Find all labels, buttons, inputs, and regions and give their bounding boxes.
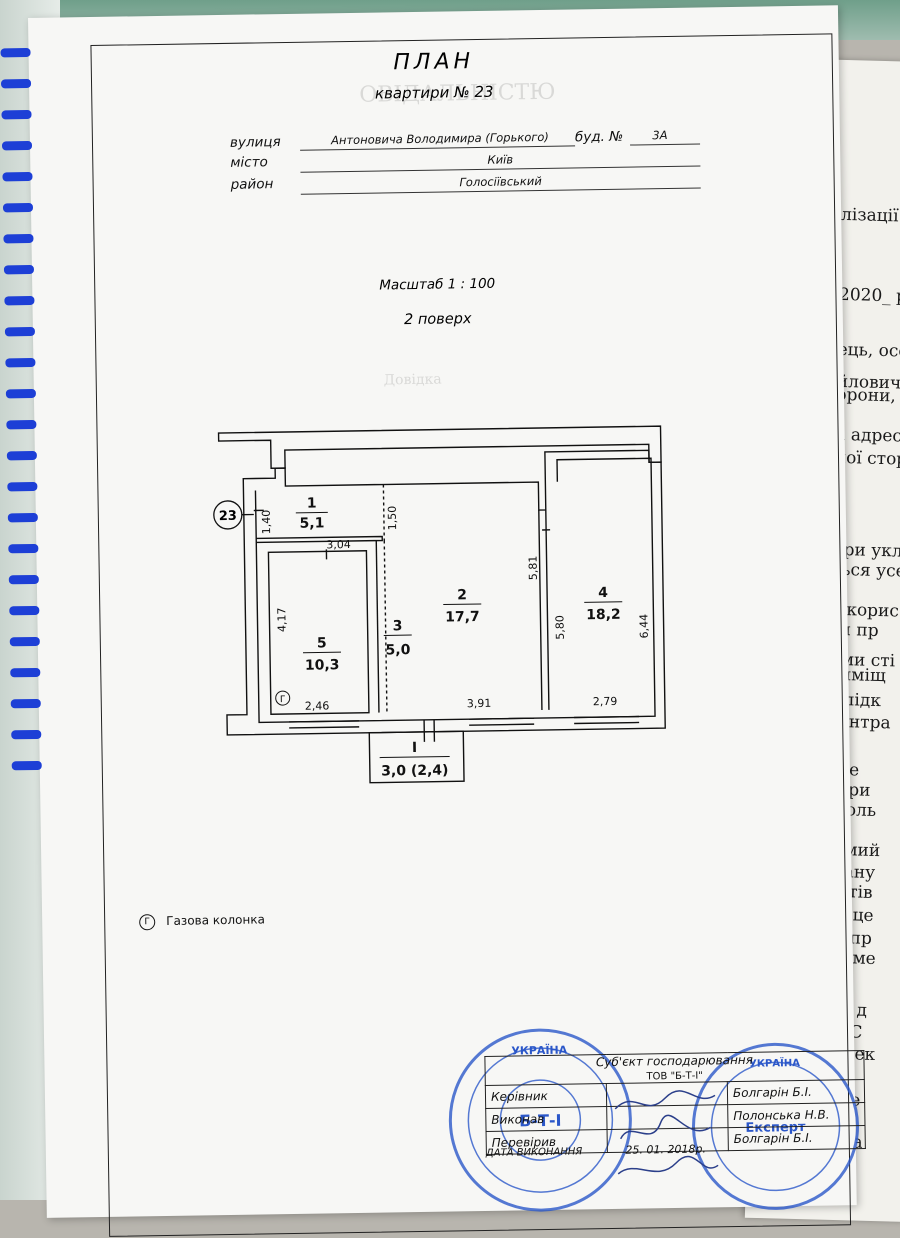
partition-dashed <box>384 540 387 712</box>
signature-role: Керівник <box>485 1084 606 1109</box>
room1-dashed <box>383 484 384 540</box>
dim-room4-right: 6,44 <box>637 614 650 639</box>
binding-coil <box>7 451 37 460</box>
room1-number: 1 <box>307 496 317 512</box>
apartment-marker: 23 <box>219 509 237 524</box>
building-label: буд. № <box>575 129 624 146</box>
room5-area: 10,3 <box>305 657 340 674</box>
legend-gas-text: Газова колонка <box>166 912 265 928</box>
signature-role: Виконав <box>486 1107 607 1132</box>
binding-coil <box>4 265 34 274</box>
upper-wall <box>219 426 662 469</box>
dim-room4-left: 5,80 <box>553 615 566 640</box>
binding-coil <box>6 420 36 429</box>
room1-wall <box>256 537 382 543</box>
execution-date-label: ДАТА ВИКОНАННЯ <box>486 1146 583 1159</box>
binding-coil <box>4 296 34 305</box>
background-text-fragment: а адрес <box>835 425 900 447</box>
room3-number: 3 <box>393 618 403 634</box>
background-text-fragment: 2020_ р. <box>839 285 900 307</box>
partition-2-4 <box>539 510 549 710</box>
binding-coil <box>6 389 36 398</box>
binding-coil <box>11 699 41 708</box>
binding-coil <box>1 79 31 88</box>
dim-room5-width: 2,46 <box>305 699 330 712</box>
binding-coil <box>3 203 33 212</box>
background-text-fragment: лізації <box>841 205 899 226</box>
background-text-fragment: ець, особ <box>837 340 900 362</box>
handwritten-signatures <box>605 1077 727 1199</box>
background-text-fragment: орони, т <box>836 385 900 407</box>
binding-coil <box>0 48 30 57</box>
room1-area: 5,1 <box>299 515 324 531</box>
binding-coil <box>5 358 35 367</box>
binding-coil <box>11 730 41 739</box>
binding-coil <box>12 761 42 770</box>
room2-number: 2 <box>457 587 467 603</box>
binding-coil <box>10 637 40 646</box>
binding-coil <box>9 575 39 584</box>
room4-number: 4 <box>598 585 608 601</box>
city-label: місто <box>230 154 268 171</box>
binding-coil <box>3 234 33 243</box>
room3-area: 5,0 <box>385 642 410 658</box>
dim-room1-side: 1,50 <box>386 506 399 531</box>
balcony-number: I <box>412 740 417 756</box>
signature-name: Болгарін Б.І. <box>728 1125 865 1150</box>
dim-room4-width: 2,79 <box>593 695 618 708</box>
binding-coil <box>1 110 31 119</box>
binding-coil <box>7 482 37 491</box>
signature-name: Полонська Н.В. <box>728 1102 865 1127</box>
windows <box>289 716 639 727</box>
dim-room1-height: 1,40 <box>260 510 273 535</box>
floor-plan-page: ОВІДАЛЬНІСТЮ Довідка ПЛАН квартири № 23 … <box>28 5 857 1218</box>
binding-coil <box>2 141 32 150</box>
binding-coil <box>8 544 38 553</box>
room5-number: 5 <box>317 635 327 651</box>
signature-header: Суб'єкт господарювання <box>596 1053 753 1069</box>
signature-name: Болгарін Б.І. <box>727 1079 864 1104</box>
spiral-binding <box>0 28 50 789</box>
dim-room2-height: 5,81 <box>527 556 540 581</box>
balcony-area: 3,0 (2,4) <box>381 762 449 779</box>
dim-room5-height: 4,17 <box>275 607 288 632</box>
district-label: район <box>231 176 274 193</box>
dim-room2-width: 3,91 <box>467 697 492 710</box>
binding-coil <box>8 513 38 522</box>
floor-plan-drawing: 23 Г 1 5,1 2 17,7 3 5,0 4 18,2 5 10,3 I … <box>204 397 710 805</box>
binding-coil <box>2 172 32 181</box>
binding-coil <box>9 606 39 615</box>
dim-room5-top: 3,04 <box>326 538 351 551</box>
gas-column-symbol: Г <box>280 695 286 705</box>
room2-area: 17,7 <box>445 609 480 626</box>
room4-area: 18,2 <box>586 607 621 624</box>
balcony-door <box>424 720 434 742</box>
partition-3-2 <box>376 541 379 713</box>
binding-coil <box>5 327 35 336</box>
building-value: 3А <box>630 128 690 143</box>
binding-coil <box>10 668 40 677</box>
street-label: вулиця <box>230 134 281 151</box>
